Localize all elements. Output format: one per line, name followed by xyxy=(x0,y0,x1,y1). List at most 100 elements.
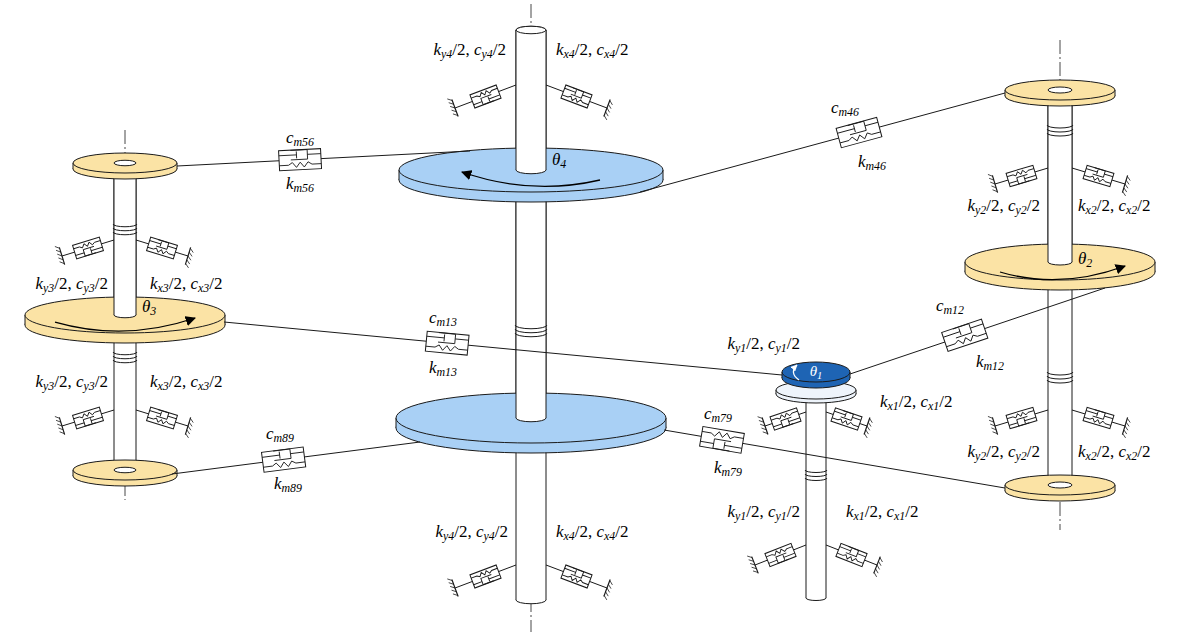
ground-hatch xyxy=(1124,430,1127,434)
ground-line xyxy=(604,580,610,597)
spring-damper-housing xyxy=(73,237,104,259)
gear-disc xyxy=(73,460,177,486)
damper xyxy=(149,407,178,422)
ground-hatch xyxy=(453,114,458,116)
mesh-stiffness-label: cm46 xyxy=(831,98,859,118)
shaft-coupling xyxy=(805,470,827,481)
ground-hatch xyxy=(56,250,61,252)
spring xyxy=(279,161,321,168)
mesh-link xyxy=(850,288,1105,374)
spring-damper-symbol xyxy=(73,237,104,259)
damper xyxy=(700,437,743,453)
spring-damper-symbol xyxy=(470,565,501,588)
coupling-ring xyxy=(113,232,137,235)
damper xyxy=(772,415,801,430)
shaft xyxy=(806,390,826,601)
shaft xyxy=(114,160,136,473)
ground-hatch xyxy=(447,99,452,101)
shaft-hole xyxy=(1048,482,1072,488)
damper xyxy=(1008,414,1037,428)
ground-hatch xyxy=(188,426,191,430)
shaft-end xyxy=(1048,87,1072,93)
spring-damper-symbol xyxy=(470,85,501,108)
ground-hatch xyxy=(1125,184,1128,188)
ground-hatch xyxy=(880,558,883,562)
ground-hatch xyxy=(604,115,607,119)
ground-hatch xyxy=(758,417,763,419)
spring-damper-housing xyxy=(1083,407,1114,428)
mesh-stiffness-label: km89 xyxy=(274,474,302,494)
spring xyxy=(147,416,175,428)
ground-hatch xyxy=(1126,422,1129,426)
mesh-stiffness-label: cm56 xyxy=(286,128,314,148)
ground-symbol xyxy=(604,580,613,600)
ground-hatch xyxy=(878,561,881,565)
shaft-body xyxy=(1048,90,1072,262)
damper xyxy=(1085,165,1114,179)
gear-disc xyxy=(1005,80,1115,106)
stiffness-damping-label: kx3/2, cx3/2 xyxy=(150,274,223,294)
spring xyxy=(832,416,860,428)
ground-symbol xyxy=(874,557,883,577)
spring xyxy=(766,545,793,558)
spring-damper-symbol xyxy=(831,408,862,430)
ground-hatch xyxy=(1127,418,1130,422)
ground-hatch xyxy=(763,432,768,434)
ground-hatch xyxy=(989,178,994,180)
ground-hatch xyxy=(607,588,610,592)
shaft-end xyxy=(114,160,136,166)
ground-hatch xyxy=(60,432,65,434)
ground-hatch xyxy=(1124,188,1127,192)
shaft-hole xyxy=(114,467,136,473)
ground-hatch xyxy=(189,422,192,426)
ground-hatch xyxy=(864,434,867,438)
ground-hatch xyxy=(449,583,454,585)
shaft-end xyxy=(516,26,546,34)
ground-hatch xyxy=(608,584,611,588)
coupling-ring xyxy=(805,478,827,481)
shaft-edge xyxy=(826,392,827,598)
damper xyxy=(839,544,867,560)
ground-symbol xyxy=(1122,175,1130,195)
coupling-ring xyxy=(113,356,137,359)
ground-hatch xyxy=(449,103,454,105)
shaft xyxy=(1048,87,1072,265)
shaft-coupling xyxy=(113,224,137,235)
damper xyxy=(472,572,501,588)
coupling-ring xyxy=(1047,376,1073,379)
spring xyxy=(837,552,864,565)
stiffness-damping-label: ky1/2, cy1/2 xyxy=(727,334,800,354)
spring xyxy=(263,459,305,469)
spring-damper-symbol xyxy=(942,319,988,351)
mesh-stiffness-label: km56 xyxy=(286,174,314,194)
spring-damper-housing xyxy=(561,565,592,588)
spring-damper-symbol xyxy=(765,543,796,566)
coupling-ring xyxy=(113,360,137,363)
damper xyxy=(426,332,469,345)
spring xyxy=(702,429,744,441)
bearing-link xyxy=(546,85,607,108)
stiffness-damping-label: ky4/2, cy4/2 xyxy=(433,40,506,60)
spring xyxy=(1007,167,1035,178)
ground-hatch xyxy=(876,569,879,573)
ground-hatch xyxy=(450,106,455,108)
ground-hatch xyxy=(610,101,613,105)
ground-hatch xyxy=(450,586,455,588)
mesh-link xyxy=(172,442,420,474)
ground-hatch xyxy=(993,190,998,192)
shaft-edge xyxy=(546,30,547,170)
spring-damper-housing xyxy=(73,407,104,429)
ground-hatch xyxy=(56,420,61,422)
mesh-stiffness-label: cm12 xyxy=(936,296,964,316)
stiffness-damping-label: kx1/2, cx1/2 xyxy=(880,392,953,412)
shaft-body xyxy=(114,163,136,470)
coupling-ring xyxy=(113,224,137,227)
rotation-angle-label: θ2 xyxy=(1078,249,1092,269)
shaft-body xyxy=(114,163,136,315)
spring-damper-symbol xyxy=(770,408,801,430)
gear-top xyxy=(73,153,177,173)
spring-damper-symbol xyxy=(561,85,592,108)
damper xyxy=(149,237,178,252)
spring-damper-housing xyxy=(1083,165,1114,186)
spring xyxy=(839,130,881,146)
